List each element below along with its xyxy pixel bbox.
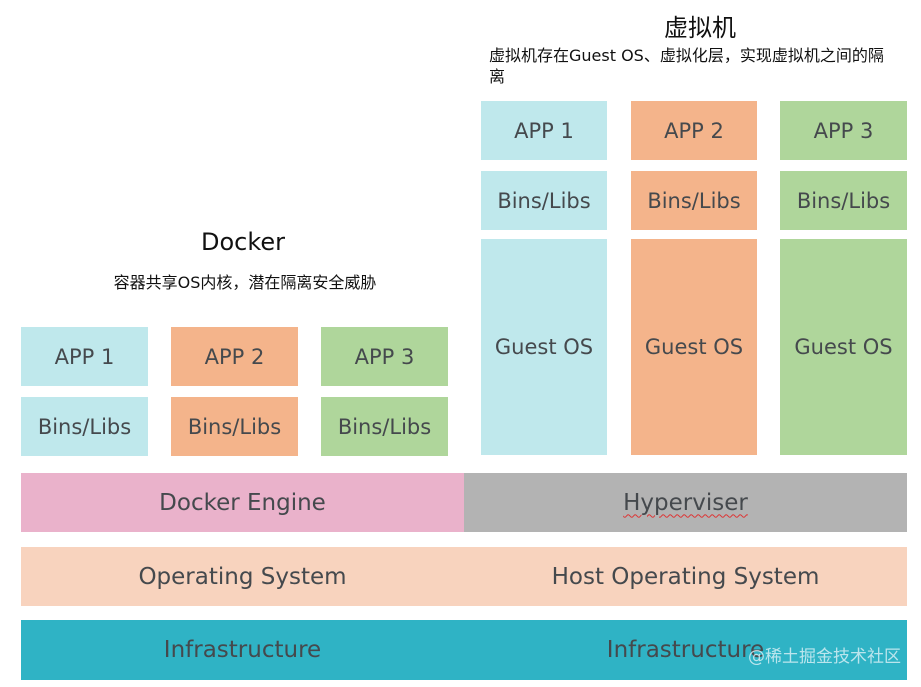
infrastructure-label-vm: Infrastructure xyxy=(606,637,765,663)
docker-engine-layer: Docker Engine xyxy=(21,473,464,532)
host-os-label: Host Operating System xyxy=(551,563,820,590)
vm-app-1: APP 1 xyxy=(481,101,607,160)
vm-libs-1: Bins/Libs xyxy=(481,171,607,230)
hypervisor-label: Hyperviser xyxy=(623,489,748,516)
docker-app-1: APP 1 xyxy=(21,327,148,386)
os-label: Operating System xyxy=(138,563,347,590)
vm-guest-os-3: Guest OS xyxy=(780,239,907,455)
os-layer-docker: Operating System xyxy=(21,547,464,606)
docker-app-2: APP 2 xyxy=(171,327,298,386)
infrastructure-label-docker: Infrastructure xyxy=(163,637,322,663)
vm-app-3: APP 3 xyxy=(780,101,907,160)
os-layer-vm: Host Operating System xyxy=(464,547,907,606)
vm-libs-2: Bins/Libs xyxy=(631,171,757,230)
vm-guest-os-1: Guest OS xyxy=(481,239,607,455)
infrastructure-layer-docker: Infrastructure xyxy=(21,620,464,680)
vm-title: 虚拟机 xyxy=(664,14,736,42)
vm-app-2: APP 2 xyxy=(631,101,757,160)
vm-guest-os-2: Guest OS xyxy=(631,239,757,455)
docker-title: Docker xyxy=(200,228,286,256)
docker-libs-3: Bins/Libs xyxy=(321,397,448,456)
watermark: @稀土掘金技术社区 xyxy=(748,647,901,667)
docker-app-3: APP 3 xyxy=(321,327,448,386)
docker-engine-label: Docker Engine xyxy=(159,489,326,516)
docker-description: 容器共享OS内核，潜在隔离安全威胁 xyxy=(113,273,377,292)
vm-libs-3: Bins/Libs xyxy=(780,171,907,230)
infrastructure-layer-vm: Infrastructure xyxy=(464,620,907,680)
docker-libs-1: Bins/Libs xyxy=(21,397,148,456)
docker-libs-2: Bins/Libs xyxy=(171,397,298,456)
hypervisor-layer: Hyperviser xyxy=(464,473,907,532)
vm-description: 虚拟机存在Guest OS、虚拟化层，实现虚拟机之间的隔离 xyxy=(489,46,884,86)
